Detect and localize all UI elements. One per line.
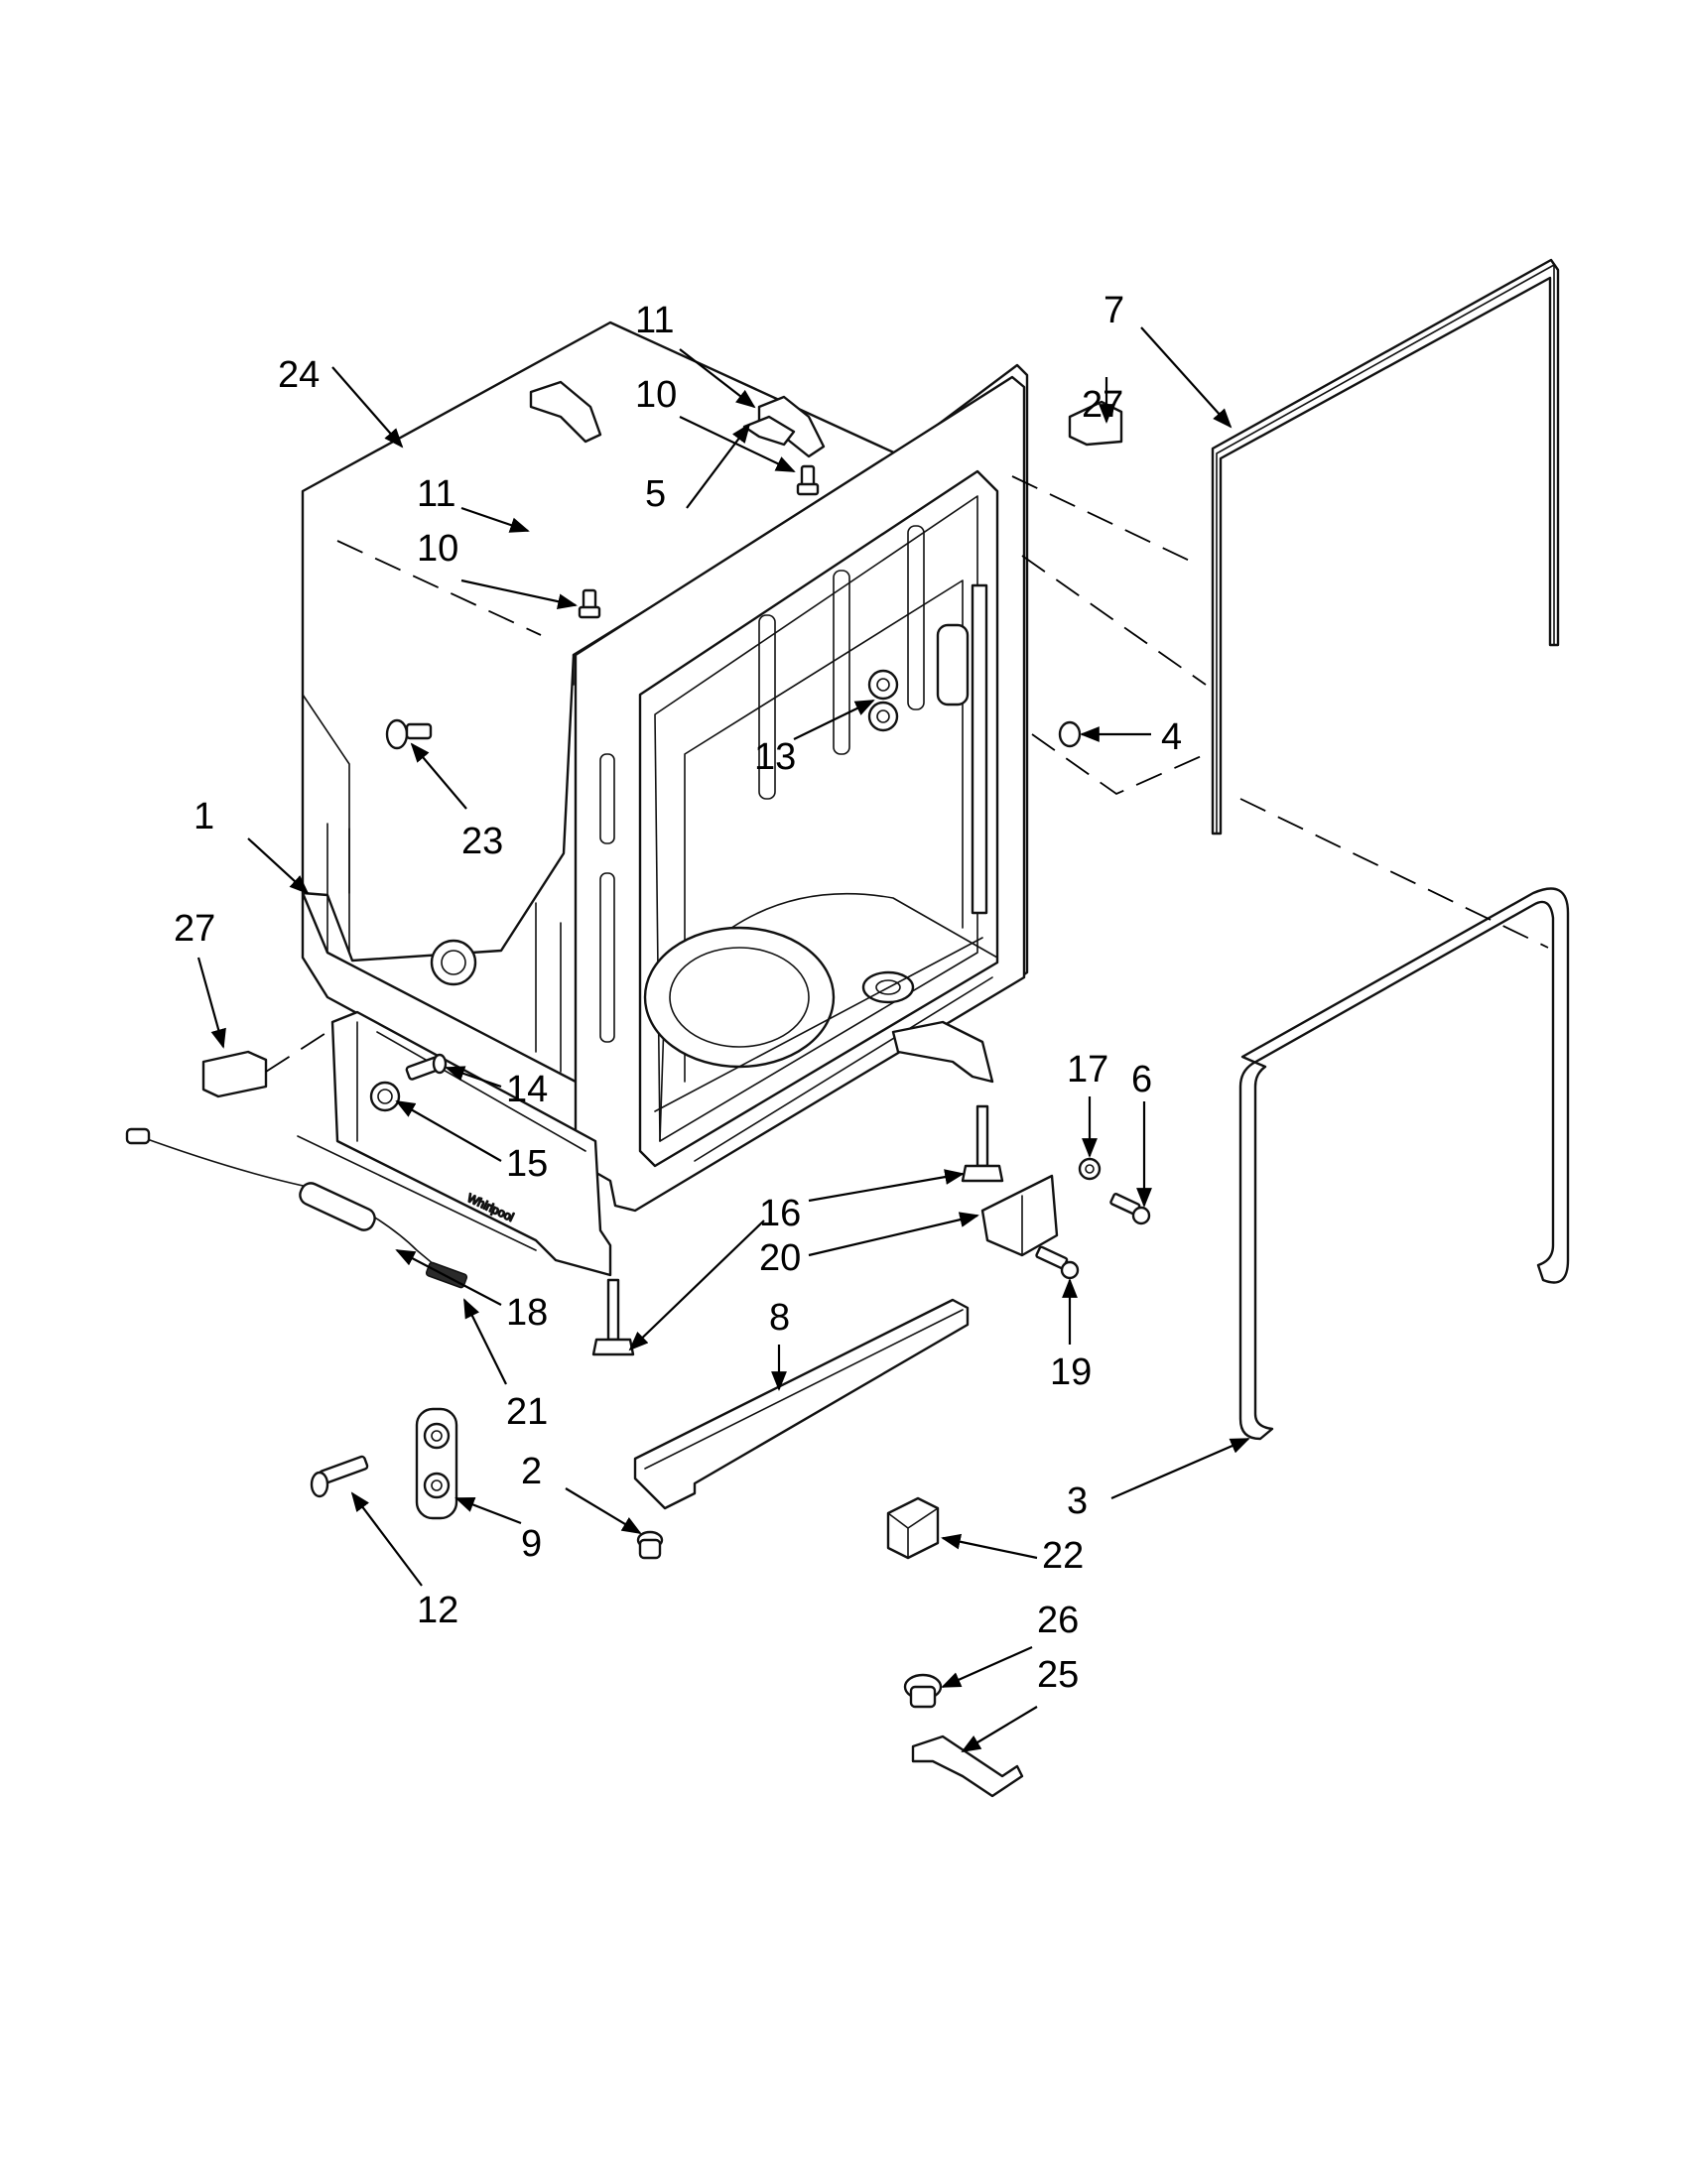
part-19-screw	[1035, 1245, 1080, 1280]
callout-17: 17	[1067, 1049, 1108, 1091]
callout-6: 6	[1131, 1059, 1152, 1100]
callout-25: 25	[1037, 1654, 1079, 1696]
callout-9: 9	[521, 1523, 542, 1565]
callout-23: 23	[461, 821, 503, 862]
callout-10-lower: 10	[417, 528, 458, 570]
part-7-gasket-strip	[1211, 258, 1560, 835]
part-23-clip	[385, 718, 433, 750]
part-3-gasket-loop	[1238, 887, 1570, 1441]
callout-8: 8	[769, 1297, 790, 1339]
sump-opening	[643, 926, 836, 1069]
callout-13: 13	[754, 736, 796, 778]
part-15-grommet	[369, 1081, 401, 1112]
callout-12: 12	[417, 1590, 458, 1631]
callout-18: 18	[506, 1292, 548, 1334]
callout-labels: 7 27 11 10 24 5 11 10 13 4 23 1 27 14 15…	[174, 290, 1182, 1696]
part-20-bracket	[980, 1174, 1059, 1257]
callout-20: 20	[759, 1237, 801, 1279]
right-wall-pocket	[936, 623, 970, 707]
part-13-mounts	[867, 669, 899, 732]
callout-19: 19	[1050, 1351, 1092, 1393]
callout-15: 15	[506, 1143, 548, 1185]
base-frame-right	[891, 1020, 994, 1084]
callout-26: 26	[1037, 1600, 1079, 1641]
part-25-bracket	[911, 1734, 1024, 1798]
callout-27-lower: 27	[174, 908, 215, 950]
part-26-clip	[903, 1673, 943, 1709]
part-12-bolt	[310, 1455, 369, 1498]
leader-lines	[196, 326, 1250, 1753]
callout-22: 22	[1042, 1535, 1084, 1577]
part-17-nut	[1078, 1157, 1102, 1181]
callout-11-lower: 11	[417, 473, 455, 515]
part-27-bumper-lower	[201, 1050, 268, 1098]
part-18-strain-relief	[299, 1182, 376, 1231]
callout-2: 2	[521, 1451, 542, 1492]
part-11-hinge-lower	[529, 380, 602, 444]
part-5-clip	[742, 415, 796, 447]
part-2-foot	[636, 1530, 664, 1560]
callout-5: 5	[645, 473, 666, 515]
part-10-screw-upper	[796, 464, 820, 496]
part-22-switch	[886, 1496, 940, 1560]
part-16-leg-right	[961, 1104, 1004, 1183]
callout-11-upper: 11	[635, 300, 674, 341]
callout-1: 1	[194, 796, 214, 837]
tub-assembly	[301, 321, 1029, 1213]
part-10-screw-lower	[578, 588, 601, 619]
part-16-leg-left	[591, 1278, 635, 1356]
part-8-plate	[633, 1298, 970, 1510]
callout-24: 24	[278, 354, 320, 396]
part-6-screw	[1109, 1193, 1151, 1225]
vent-boss	[430, 939, 477, 986]
callout-10-upper: 10	[635, 374, 677, 416]
callout-3: 3	[1067, 1480, 1088, 1522]
part-4-plug	[1058, 720, 1082, 748]
callout-21: 21	[506, 1391, 548, 1433]
callout-7: 7	[1104, 290, 1124, 331]
callout-4: 4	[1161, 716, 1182, 758]
callout-27-upper: 27	[1082, 384, 1123, 426]
part-14-screw	[405, 1053, 448, 1081]
part-9-mount	[415, 1407, 458, 1520]
callout-14: 14	[506, 1069, 548, 1110]
alignment-lines	[265, 475, 1549, 1073]
tub-wall-ribs	[599, 525, 925, 1043]
callout-16: 16	[759, 1193, 801, 1234]
